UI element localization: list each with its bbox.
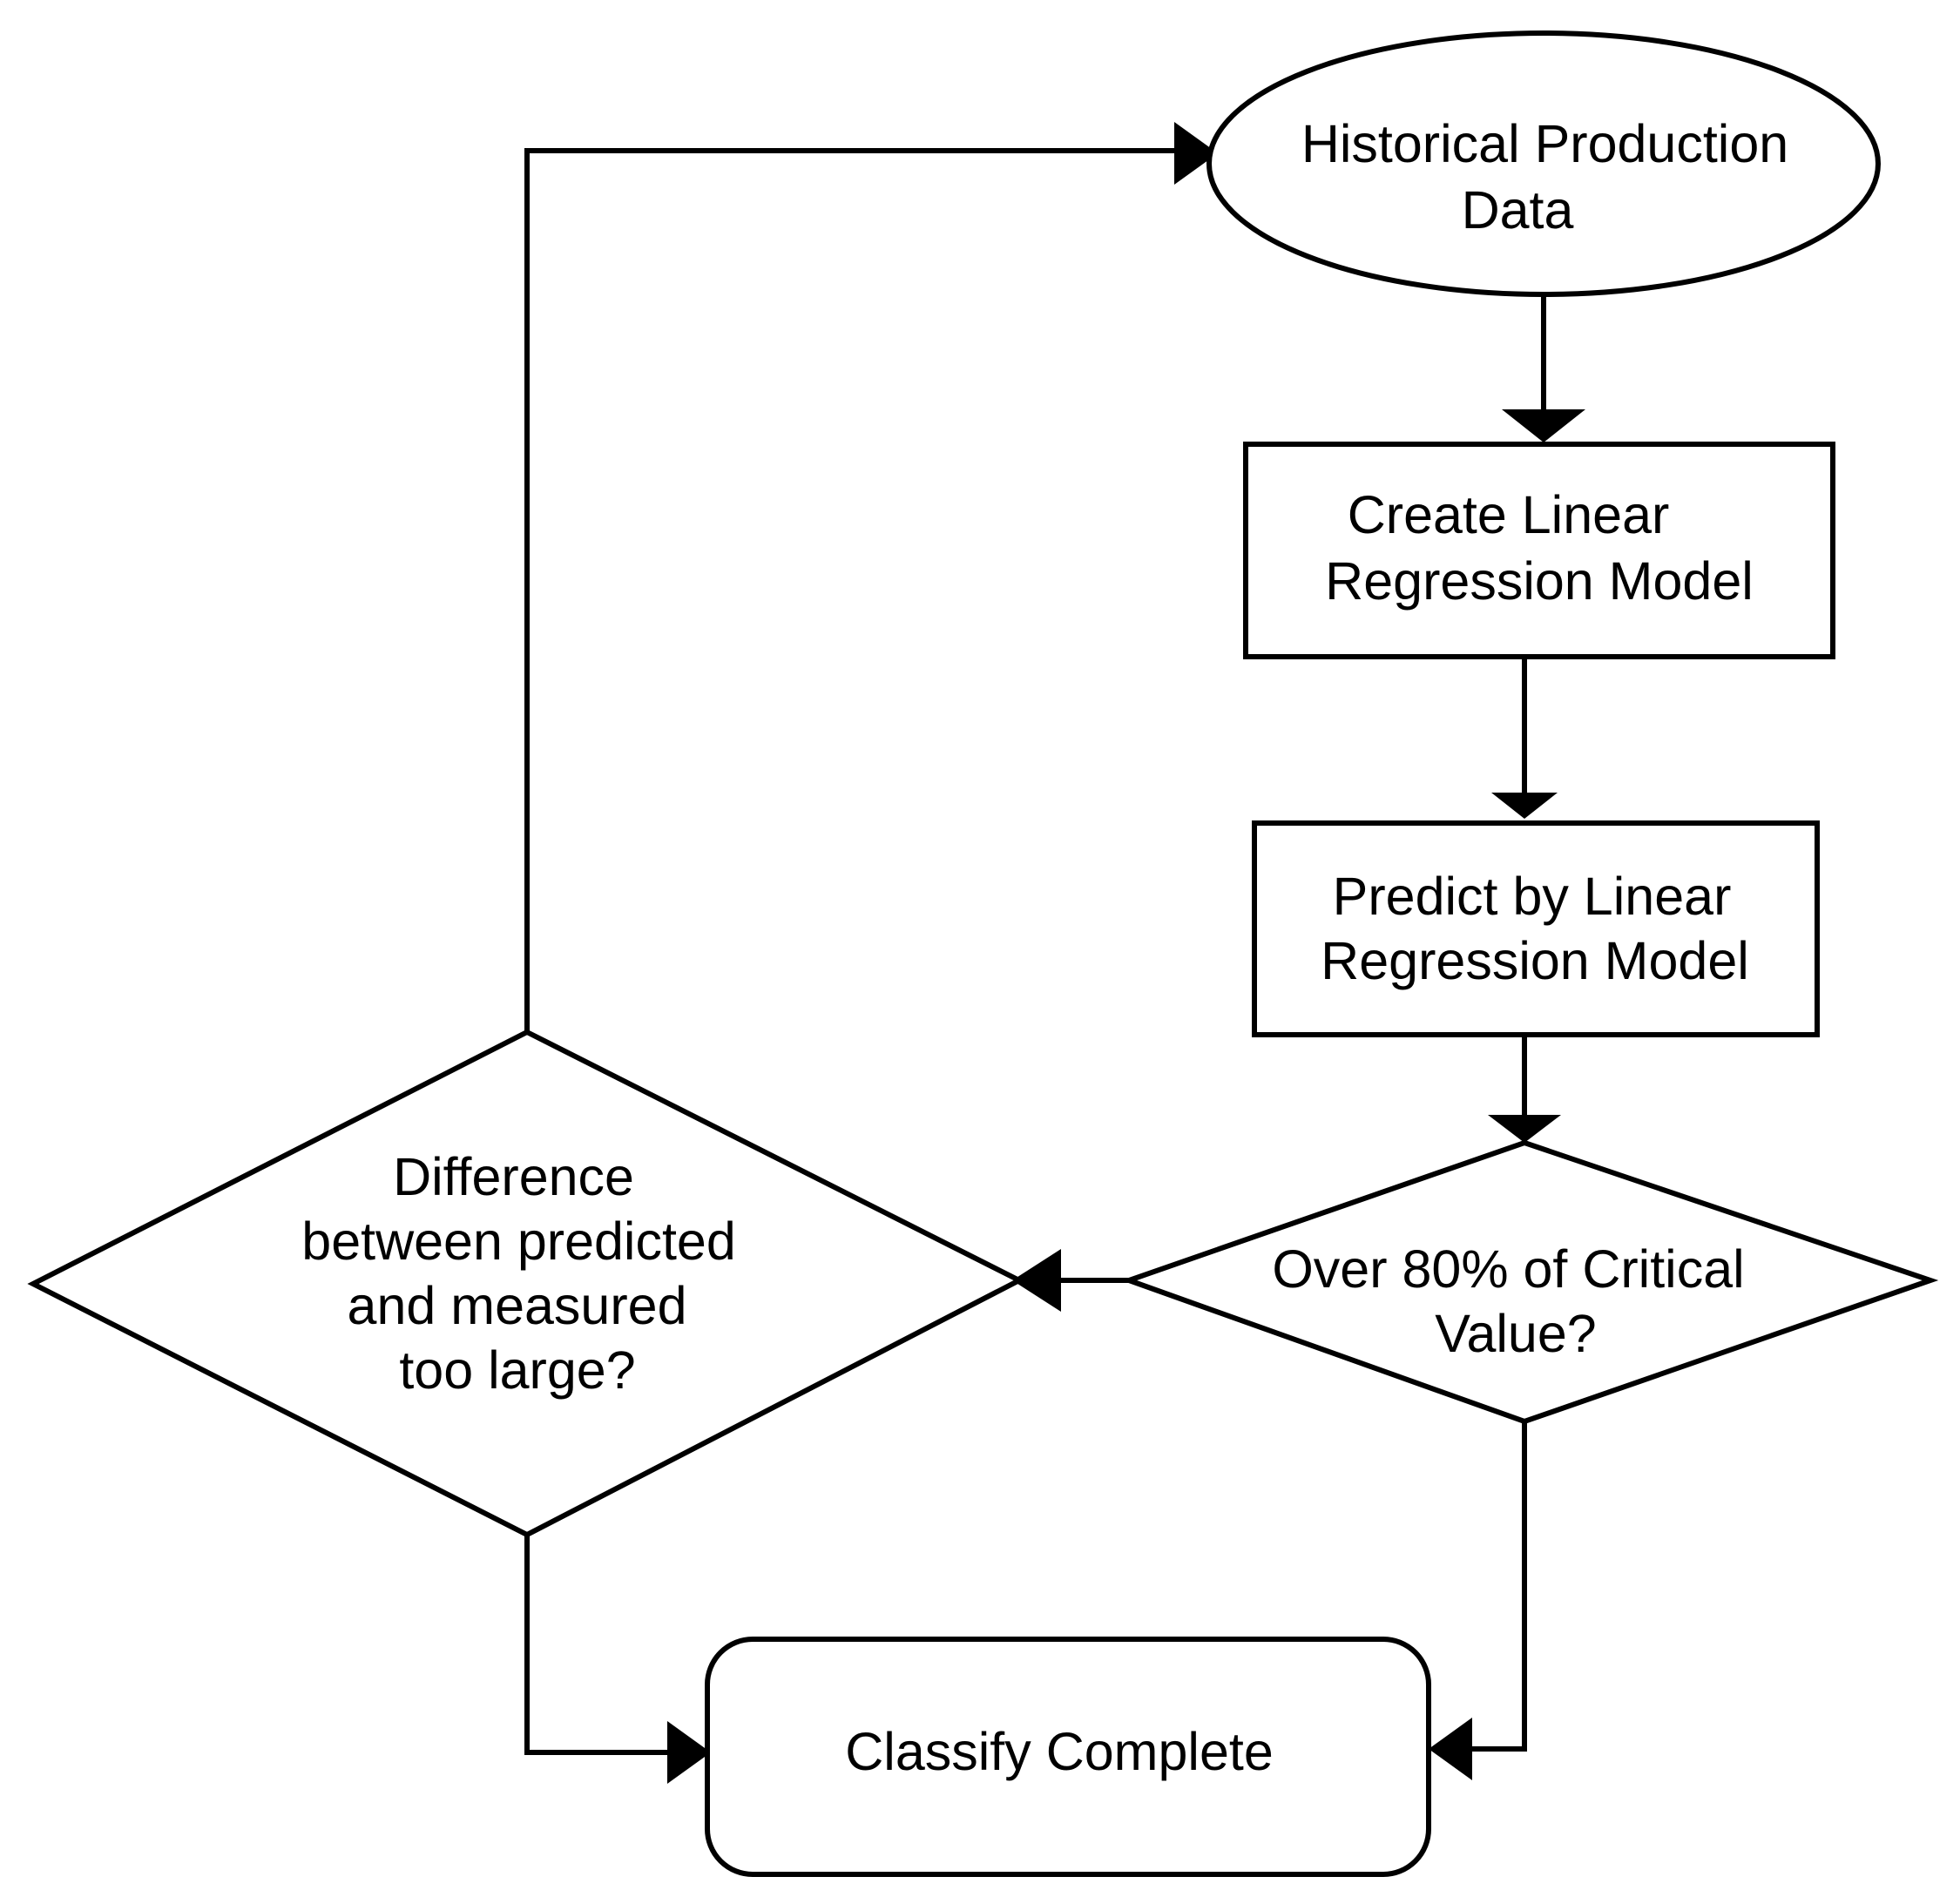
over-critical-diamond bbox=[1120, 1139, 1939, 1425]
svg-text:Difference between predi: Difference between predicted and measure… bbox=[301, 1147, 750, 1400]
difference-check-diamond bbox=[27, 1029, 1025, 1538]
arrowhead-into-create bbox=[1502, 409, 1585, 442]
edge-difference-to-historical bbox=[524, 148, 1185, 1032]
edge-over-to-classify bbox=[1472, 1421, 1527, 1752]
node-historical-data: Historical Production Data bbox=[1206, 30, 1881, 297]
over-critical-line-2: Value? bbox=[1435, 1304, 1596, 1363]
arrowhead-into-classify-right bbox=[1429, 1718, 1472, 1780]
arrowhead-into-over bbox=[1488, 1115, 1561, 1143]
difference-check-line-1: Difference bbox=[393, 1147, 634, 1206]
arrowhead-into-classify-left bbox=[667, 1721, 711, 1784]
predict-model-box bbox=[1252, 820, 1820, 1037]
over-critical-line-1: Over 80% of Critical bbox=[1272, 1239, 1744, 1299]
create-model-line-1: Create Linear bbox=[1348, 485, 1670, 544]
create-model-line-2: Regression Model bbox=[1325, 551, 1754, 611]
svg-text:Classify Complete: Classify Complete bbox=[845, 1722, 1274, 1781]
svg-text:Predict by Linear Regres: Predict by Linear Regression Model bbox=[1321, 867, 1749, 990]
arrowhead-into-predict bbox=[1491, 793, 1558, 819]
predict-model-line-1: Predict by Linear bbox=[1333, 867, 1732, 926]
edge-difference-to-classify bbox=[524, 1535, 671, 1755]
historical-data-ellipse bbox=[1206, 30, 1881, 297]
classify-complete-box bbox=[705, 1637, 1431, 1877]
predict-model-line-2: Regression Model bbox=[1321, 931, 1749, 990]
node-classify-complete: Classify Complete bbox=[705, 1637, 1431, 1877]
create-model-box bbox=[1243, 442, 1835, 659]
difference-check-line-3: and measured bbox=[348, 1276, 687, 1335]
arrowhead-into-historical bbox=[1174, 122, 1218, 185]
node-predict-model: Predict by Linear Regression Model bbox=[1252, 820, 1820, 1037]
node-over-critical: Over 80% of Critical Value? bbox=[1120, 1139, 1939, 1425]
historical-data-line-2: Data bbox=[1462, 180, 1574, 240]
classify-complete-line-1: Classify Complete bbox=[845, 1722, 1274, 1781]
node-difference-check: Difference between predicted and measure… bbox=[27, 1029, 1025, 1538]
difference-check-line-4: too large? bbox=[399, 1340, 635, 1400]
svg-text:Over 80% of Critical Val: Over 80% of Critical Value? bbox=[1272, 1239, 1759, 1363]
svg-text:Create Linear Regression: Create Linear Regression Model bbox=[1325, 485, 1754, 611]
arrowhead-into-difference bbox=[1012, 1249, 1061, 1312]
node-create-model: Create Linear Regression Model bbox=[1243, 442, 1835, 659]
difference-check-line-2: between predicted bbox=[301, 1212, 736, 1271]
svg-text:Historical Production Da: Historical Production Data bbox=[1301, 114, 1803, 240]
historical-data-line-1: Historical Production bbox=[1301, 114, 1788, 173]
